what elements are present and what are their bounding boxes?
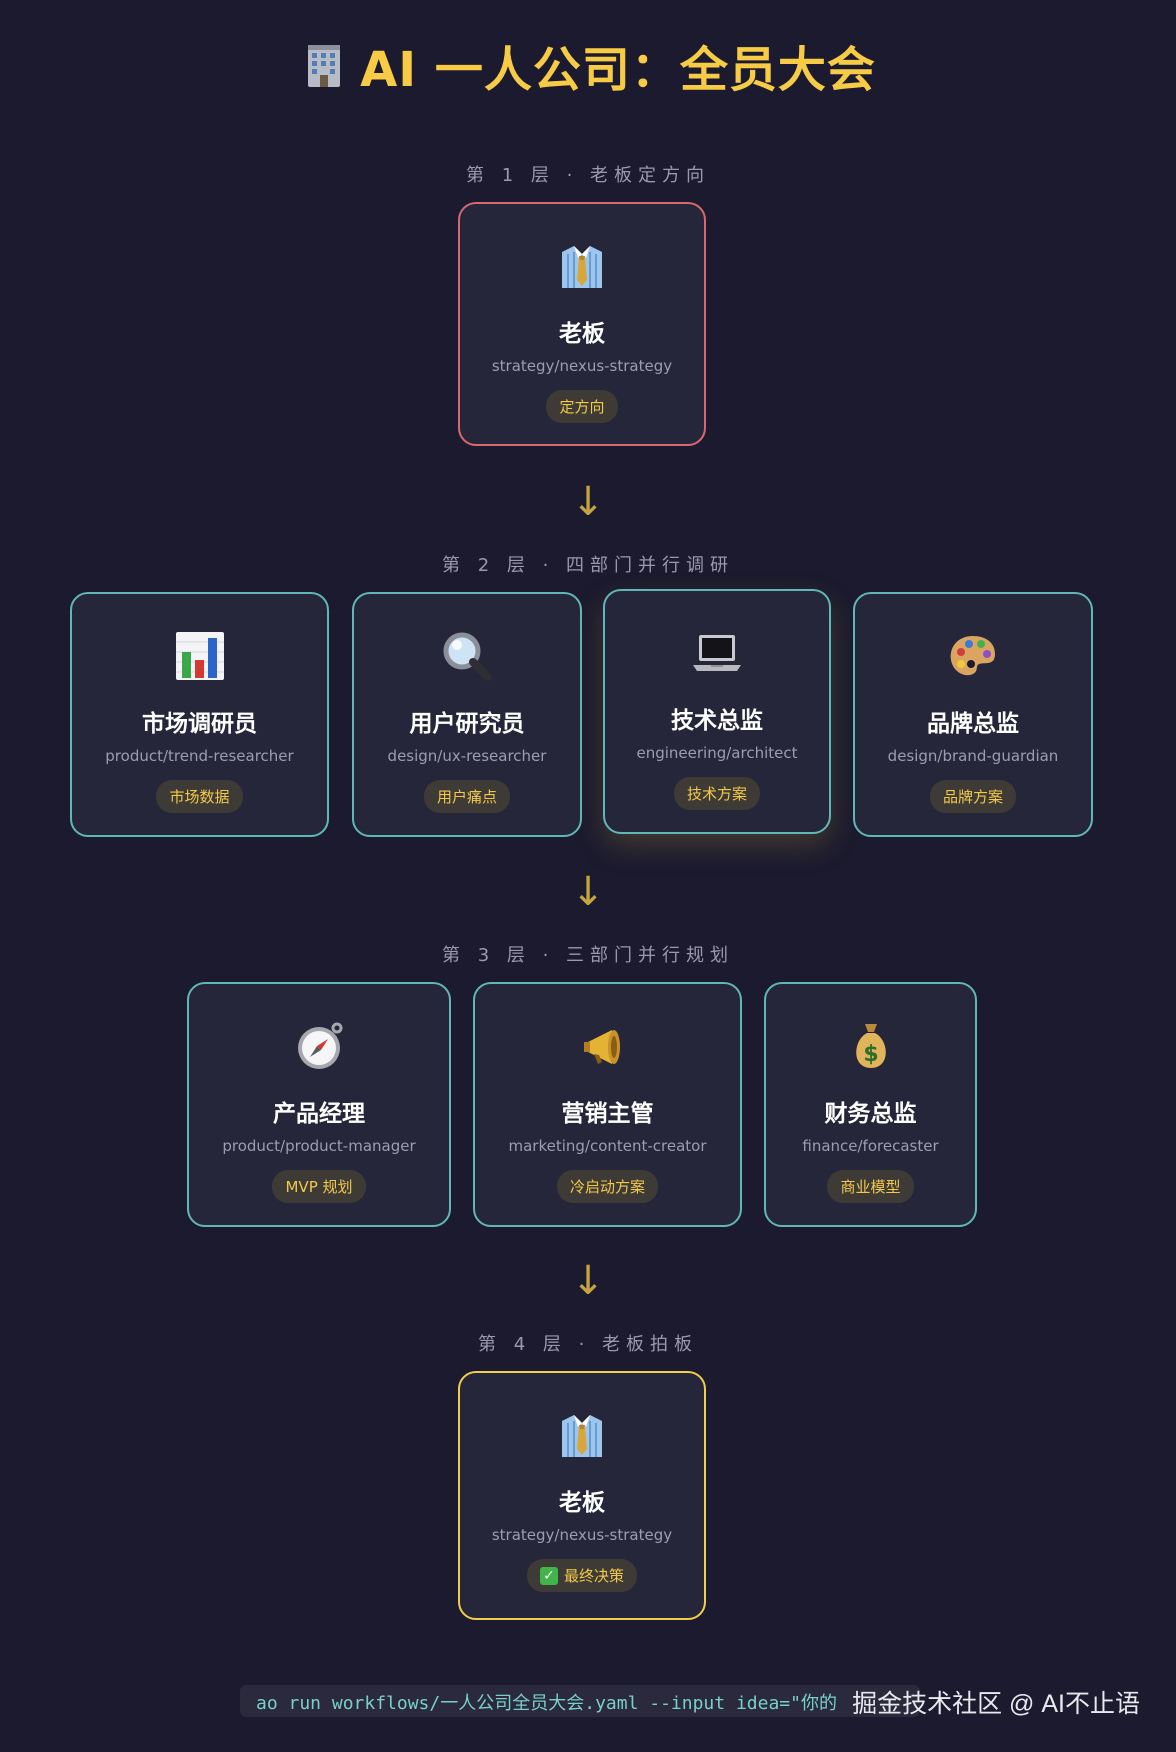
card-tech-director: 技术总监 engineering/architect 技术方案: [603, 589, 831, 834]
necktie-shirt-icon: [562, 1415, 602, 1457]
badge-label: 用户痛点: [436, 788, 497, 806]
card-name: 营销主管: [561, 1101, 654, 1127]
card-path: marketing/content-creator: [508, 1137, 707, 1155]
card-ux-researcher: 用户研究员 design/ux-researcher 用户痛点: [352, 592, 582, 837]
megaphone-icon: [583, 1030, 620, 1064]
office-building-icon: [308, 45, 341, 87]
badge-label: 技术方案: [686, 785, 747, 803]
badge-label: MVP 规划: [285, 1178, 353, 1196]
bar-chart-icon: [175, 632, 224, 680]
palette-icon: [950, 636, 995, 676]
card-path: engineering/architect: [636, 744, 798, 762]
necktie-shirt-icon: [562, 246, 602, 288]
command-snippet: ao run workflows/一人公司全员大会.yaml --input i…: [240, 1685, 920, 1717]
card-badge: 冷启动方案: [556, 1170, 658, 1203]
card-brand-director: 品牌总监 design/brand-guardian 品牌方案: [853, 592, 1093, 837]
card-badge: 技术方案: [673, 777, 760, 810]
card-path: finance/forecaster: [802, 1137, 939, 1155]
badge-label: 最终决策: [563, 1567, 624, 1585]
laptop-icon: [693, 635, 741, 671]
card-badge: 用户痛点: [423, 780, 510, 813]
badge-label: 商业模型: [840, 1178, 901, 1196]
card-path: design/ux-researcher: [387, 747, 547, 765]
card-badge: 商业模型: [827, 1170, 914, 1203]
card-path: strategy/nexus-strategy: [491, 357, 673, 375]
check-mark-icon: ✓: [539, 1566, 558, 1585]
card-badge: 定方向: [546, 390, 618, 423]
card-boss-direction: 老板 strategy/nexus-strategy 定方向: [458, 202, 706, 446]
watermark: 掘金技术社区 @ AI不止语: [852, 1690, 1140, 1718]
card-finance-director: $ 财务总监 finance/forecaster 商业模型: [764, 982, 977, 1227]
arrow-down-icon: ↓: [571, 479, 605, 525]
card-badge: ✓ 最终决策: [526, 1559, 637, 1592]
card-path: strategy/nexus-strategy: [491, 1526, 673, 1544]
card-path: product/trend-researcher: [105, 747, 294, 765]
layer-2-label: 第 2 层 · 四部门并行调研: [441, 555, 735, 576]
card-name: 产品经理: [273, 1101, 365, 1127]
page-title: AI 一人公司：全员大会: [0, 30, 1176, 100]
card-badge: MVP 规划: [272, 1170, 366, 1203]
arrow-down-icon: ↓: [571, 869, 605, 915]
card-market-researcher: 市场调研员 product/trend-researcher 市场数据: [70, 592, 329, 837]
badge-label: 定方向: [559, 398, 605, 416]
card-name: 财务总监: [824, 1101, 917, 1127]
money-bag-icon: $: [855, 1024, 886, 1068]
card-name: 老板: [559, 321, 605, 347]
card-path: product/product-manager: [222, 1137, 416, 1155]
card-marketing-lead: 营销主管 marketing/content-creator 冷启动方案: [473, 982, 742, 1227]
title-text: AI 一人公司：全员大会: [360, 42, 876, 98]
card-name: 老板: [559, 1490, 605, 1516]
badge-label: 冷启动方案: [569, 1178, 645, 1196]
card-badge: 市场数据: [156, 780, 243, 813]
layer-4-label: 第 4 层 · 老板拍板: [477, 1334, 699, 1355]
card-product-manager: 产品经理 product/product-manager MVP 规划: [187, 982, 451, 1227]
magnifier-icon: [443, 632, 492, 681]
card-name: 市场调研员: [142, 711, 257, 737]
card-boss-decision: 老板 strategy/nexus-strategy ✓ 最终决策: [458, 1371, 706, 1620]
badge-label: 品牌方案: [942, 788, 1003, 806]
layer-1-label: 第 1 层 · 老板定方向: [465, 165, 711, 186]
card-name: 品牌总监: [927, 711, 1019, 737]
layer-3-label: 第 3 层 · 三部门并行规划: [441, 945, 735, 966]
card-name: 技术总监: [671, 708, 763, 734]
card-badge: 品牌方案: [929, 780, 1016, 813]
arrow-down-icon: ↓: [571, 1258, 605, 1304]
card-name: 用户研究员: [409, 711, 525, 737]
svg-text:$: $: [863, 1042, 878, 1067]
compass-icon: [298, 1022, 343, 1069]
badge-label: 市场数据: [169, 788, 230, 806]
card-path: design/brand-guardian: [887, 747, 1059, 765]
